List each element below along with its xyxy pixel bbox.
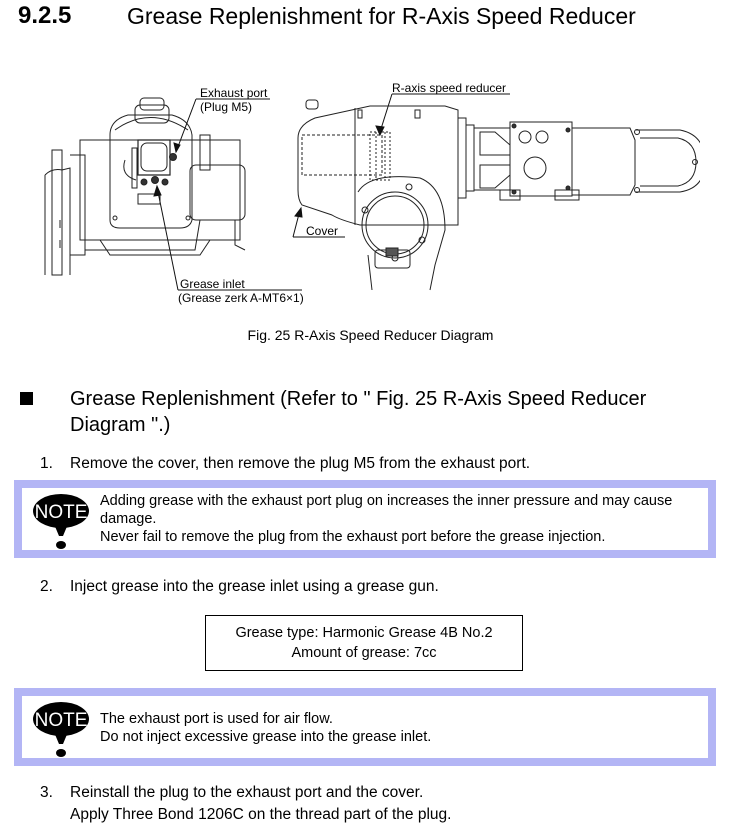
step-number: 2. (40, 578, 53, 595)
note-line: The exhaust port is used for air flow. (100, 711, 333, 727)
grease-spec-box: Grease type: Harmonic Grease 4B No.2 Amo… (205, 615, 523, 671)
arm-side-view (297, 99, 706, 291)
r-axis-speed-reducer-figure: Exhaust port (Plug M5) Grease inlet (Gre… (40, 80, 706, 310)
callout-exhaust-port-detail: (Plug M5) (200, 100, 253, 114)
svg-text:NOTE: NOTE (35, 502, 88, 523)
callout-exhaust-port: Exhaust port (200, 86, 268, 100)
section-number: 9.2.5 (18, 2, 72, 29)
step-number: 1. (40, 455, 53, 472)
note-text: The exhaust port is used for air flow. D… (100, 710, 700, 746)
note-text: Adding grease with the exhaust port plug… (100, 492, 700, 546)
note-line: Do not inject excessive grease into the … (100, 729, 432, 745)
note-icon: NOTE (33, 494, 89, 549)
procedure-heading: Grease Replenishment (Refer to " Fig. 25… (70, 388, 647, 436)
note-box: NOTE Adding grease with the exhaust port… (14, 480, 716, 558)
figure-caption: Fig. 25 R-Axis Speed Reducer Diagram (247, 327, 494, 343)
callout-grease-inlet: Grease inlet (180, 277, 245, 291)
note-icon: NOTE (33, 702, 89, 757)
svg-text:NOTE: NOTE (35, 710, 88, 731)
note-line: Adding grease with the exhaust port plug… (100, 493, 673, 527)
grease-type: Grease type: Harmonic Grease 4B No.2 (235, 625, 493, 641)
step-text: Remove the cover, then remove the plug M… (70, 455, 531, 472)
step-text: Inject grease into the grease inlet usin… (70, 578, 439, 595)
callout-r-axis-speed-reducer: R-axis speed reducer (392, 81, 507, 95)
step-text: Apply Three Bond 1206C on the thread par… (70, 806, 452, 823)
robot-line-drawing (44, 93, 706, 291)
note-box: NOTE The exhaust port is used for air fl… (14, 688, 716, 766)
note-line: Never fail to remove the plug from the e… (100, 529, 606, 545)
callout-cover: Cover (306, 224, 339, 238)
grease-amount: Amount of grease: 7cc (291, 645, 437, 661)
square-bullet-icon (20, 392, 33, 405)
step-text: Reinstall the plug to the exhaust port a… (70, 784, 424, 801)
wrist-front-view (44, 97, 246, 276)
step-number: 3. (40, 784, 53, 801)
callout-grease-inlet-detail: (Grease zerk A-MT6×1) (178, 291, 304, 305)
callout-leaders (153, 93, 510, 291)
section-title: Grease Replenishment for R-Axis Speed Re… (127, 3, 636, 29)
